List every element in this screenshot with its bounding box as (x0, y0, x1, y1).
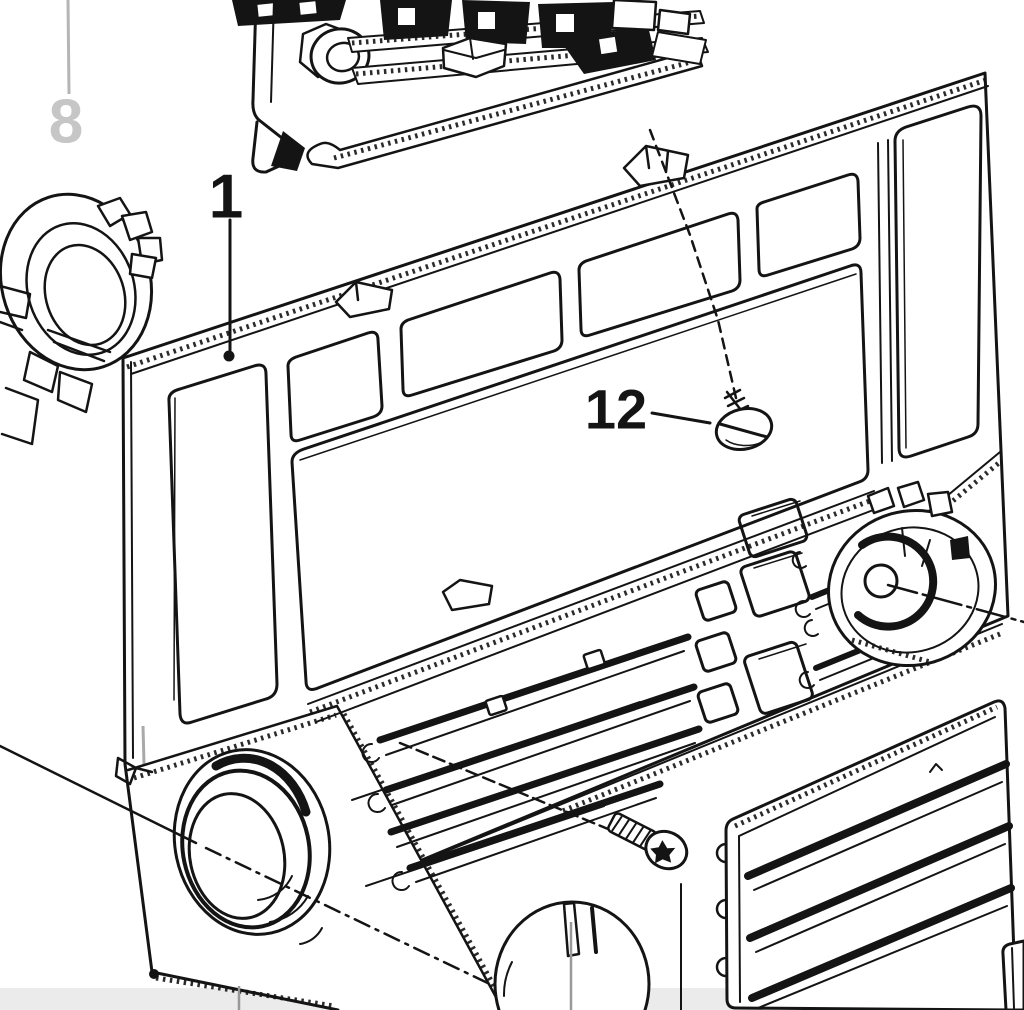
callout-1-label: 1 (209, 163, 243, 232)
part-knob (493, 900, 651, 1010)
rotary-knob-mount (827, 480, 997, 668)
slider-slots (351, 633, 703, 891)
part-corner-plug (1001, 939, 1024, 1010)
part-main-panel (114, 71, 1010, 1010)
round-knob-hole (172, 748, 332, 945)
callout-12-label: 12 (585, 378, 647, 441)
screw-12 (714, 388, 774, 451)
part-clamp-ring (0, 192, 164, 446)
part-vent-plate (715, 699, 1018, 1010)
screw-lower (607, 812, 689, 871)
callout-8-label: 8 (49, 88, 83, 157)
part-top-assembly (232, 0, 709, 174)
